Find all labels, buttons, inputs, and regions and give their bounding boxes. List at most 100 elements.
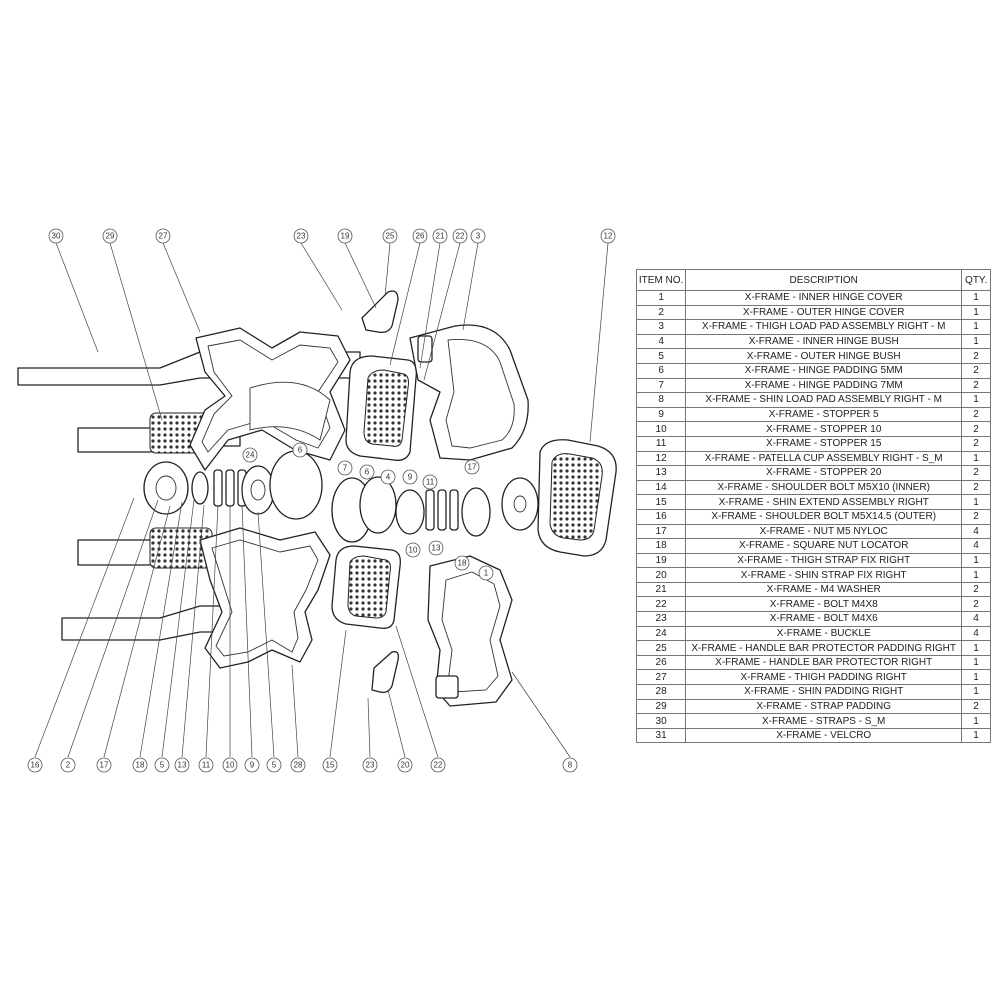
cell-qty: 1 [961, 333, 991, 350]
cell-item-no: 21 [635, 581, 687, 598]
cell-item-no: 20 [635, 567, 687, 583]
cell-qty: 2 [961, 508, 991, 525]
svg-text:12: 12 [604, 232, 613, 241]
cell-item-no: 7 [635, 377, 687, 394]
balloon-18b: 18 [454, 555, 470, 571]
cell-qty: 1 [961, 567, 991, 583]
cell-description: X-FRAME - SQUARE NUT LOCATOR [685, 538, 963, 554]
balloon-22: 22 [452, 228, 468, 244]
cell-qty: 2 [961, 348, 991, 364]
balloon-17b: 17 [464, 459, 480, 475]
balloons-bottom: 16 2 17 18 5 13 11 10 9 5 28 15 23 20 22… [27, 757, 578, 773]
cell-description: X-FRAME - HANDLE BAR PROTECTOR PADDING R… [685, 640, 963, 656]
cell-qty: 2 [961, 479, 991, 496]
balloon-20: 20 [397, 757, 413, 773]
cell-item-no: 26 [635, 654, 687, 671]
balloon-11: 11 [198, 757, 214, 773]
cell-item-no: 5 [635, 348, 687, 364]
cell-description: X-FRAME - HANDLE BAR PROTECTOR RIGHT [685, 654, 963, 671]
cell-item-no: 9 [635, 406, 687, 423]
cell-description: X-FRAME - HINGE PADDING 7MM [685, 377, 963, 394]
cell-qty: 1 [961, 669, 991, 686]
cell-qty: 1 [961, 319, 991, 335]
cell-description: X-FRAME - OUTER HINGE COVER [685, 304, 963, 321]
cell-qty: 2 [961, 698, 991, 715]
svg-text:25: 25 [386, 232, 395, 241]
bom-header-row: ITEM NO. DESCRIPTION QTY. [635, 269, 991, 291]
balloon-6: 6 [292, 442, 308, 458]
cell-qty: 4 [961, 611, 991, 627]
cell-description: X-FRAME - OUTER HINGE BUSH [685, 348, 963, 364]
cell-qty: 2 [961, 406, 991, 423]
cell-description: X-FRAME - PATELLA CUP ASSEMBLY RIGHT - S… [685, 450, 963, 467]
svg-text:16: 16 [31, 761, 40, 770]
svg-text:13: 13 [432, 544, 441, 553]
balloon-24: 24 [242, 447, 258, 463]
cell-description: X-FRAME - SHOULDER BOLT M5X10 (INNER) [685, 479, 963, 496]
cell-description: X-FRAME - STOPPER 20 [685, 465, 963, 481]
balloon-10: 10 [222, 757, 238, 773]
cell-item-no: 17 [635, 523, 687, 540]
svg-text:28: 28 [294, 761, 303, 770]
balloon-15: 15 [322, 757, 338, 773]
svg-text:19: 19 [341, 232, 350, 241]
cell-description: X-FRAME - INNER HINGE BUSH [685, 333, 963, 350]
svg-text:17: 17 [468, 463, 477, 472]
cell-description: X-FRAME - STRAPS - S_M [685, 713, 963, 729]
cell-description: X-FRAME - SHIN PADDING RIGHT [685, 684, 963, 700]
svg-text:11: 11 [202, 761, 211, 770]
cell-description: X-FRAME - BOLT M4X8 [685, 596, 963, 613]
balloon-29: 29 [102, 228, 118, 244]
cell-description: X-FRAME - STOPPER 10 [685, 421, 963, 437]
cell-description: X-FRAME - INNER HINGE COVER [685, 290, 963, 306]
balloon-10b: 10 [405, 542, 421, 558]
balloon-6b: 6 [359, 464, 375, 480]
header-qty: QTY. [961, 269, 991, 291]
cell-qty: 1 [961, 290, 991, 306]
thigh-load-pad [409, 324, 529, 461]
cell-description: X-FRAME - SHOULDER BOLT M5X14.5 (OUTER) [685, 508, 963, 525]
balloon-23: 23 [293, 228, 309, 244]
balloon-9: 9 [244, 757, 260, 773]
cell-qty: 2 [961, 421, 991, 437]
svg-text:23: 23 [366, 761, 375, 770]
cell-item-no: 22 [635, 596, 687, 613]
balloon-2: 2 [60, 757, 76, 773]
cell-qty: 4 [961, 523, 991, 540]
svg-text:27: 27 [159, 232, 168, 241]
svg-text:5: 5 [160, 761, 165, 770]
cell-item-no: 27 [635, 669, 687, 686]
cell-qty: 2 [961, 465, 991, 481]
cell-qty: 1 [961, 684, 991, 700]
cell-qty: 1 [961, 494, 991, 510]
svg-text:2: 2 [66, 761, 71, 770]
cell-item-no: 8 [635, 392, 687, 408]
cell-description: X-FRAME - STRAP PADDING [685, 698, 963, 715]
cell-description: X-FRAME - BOLT M4X6 [685, 611, 963, 627]
svg-text:6: 6 [298, 446, 303, 455]
svg-text:5: 5 [272, 761, 277, 770]
svg-text:18: 18 [458, 559, 467, 568]
cell-item-no: 28 [635, 684, 687, 700]
cell-item-no: 10 [635, 421, 687, 437]
balloon-5: 5 [154, 757, 170, 773]
svg-text:23: 23 [297, 232, 306, 241]
svg-text:13: 13 [178, 761, 187, 770]
